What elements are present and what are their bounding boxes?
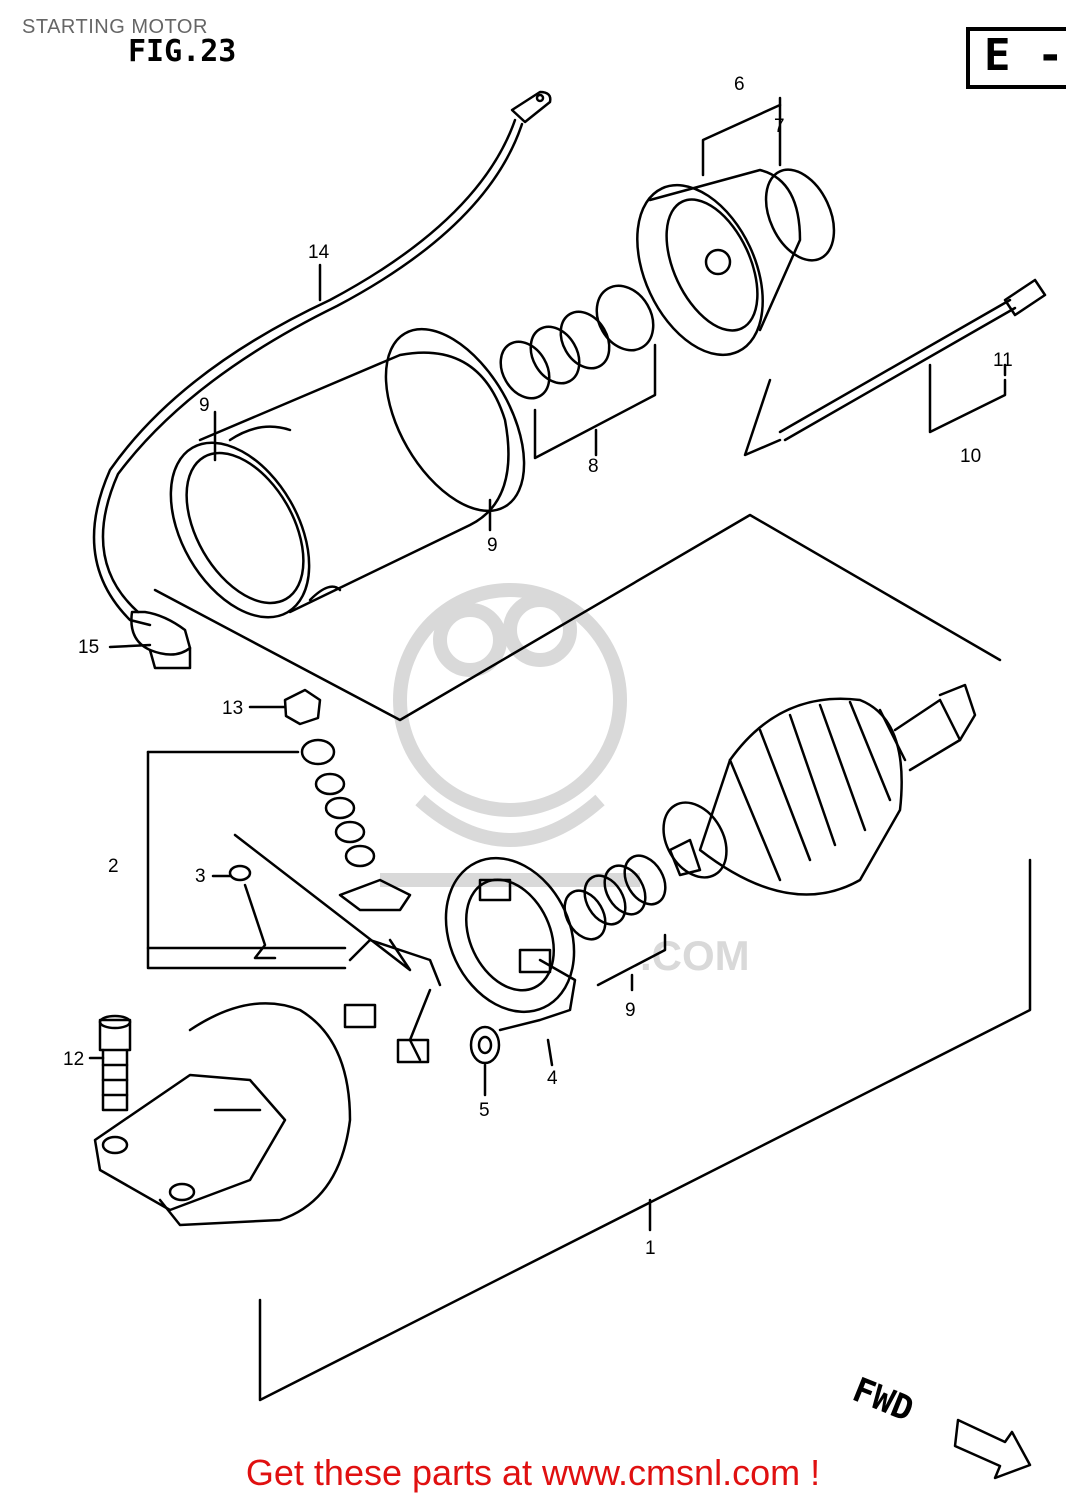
- lead-wire: [92, 90, 552, 670]
- washer-set: [499, 284, 657, 460]
- terminal-bolt: [243, 883, 277, 960]
- page-title: STARTING MOTOR: [22, 16, 208, 38]
- through-bolt: [743, 278, 1047, 457]
- callout-2: 2: [108, 856, 119, 877]
- yoke-housing: [169, 327, 526, 619]
- watermark-text: .COM: [640, 932, 750, 979]
- end-bracket: [93, 1002, 352, 1227]
- mount-bolt: [98, 1014, 132, 1112]
- figure-label: FIG.23: [128, 34, 237, 69]
- footer-link[interactable]: Get these parts at www.cmsnl.com !: [245, 1452, 821, 1493]
- end-cover: [636, 96, 836, 357]
- callout-12: 12: [63, 1049, 85, 1070]
- callout-1: 1: [645, 1238, 656, 1259]
- callout-9-washer: 9: [625, 1000, 636, 1021]
- callout-7: 7: [774, 116, 785, 137]
- yoke-bracket: [153, 513, 1002, 722]
- callout-8: 8: [588, 456, 599, 477]
- washer-stack: [146, 738, 376, 970]
- section-label: E -: [984, 30, 1064, 81]
- callout-15: 15: [78, 637, 100, 658]
- bearing: [469, 1025, 501, 1065]
- callout-10: 10: [960, 446, 982, 467]
- section-box: [966, 27, 1066, 89]
- callout-9-ring: 9: [487, 535, 498, 556]
- callout-4: 4: [547, 1068, 558, 1089]
- fwd-arrow-icon: [953, 1418, 1032, 1480]
- watermark-logo: [380, 583, 640, 887]
- brush-holder: [343, 856, 577, 1064]
- callout-13: 13: [222, 698, 244, 719]
- callout-3: 3: [195, 866, 206, 887]
- o-ring-small: [228, 864, 252, 882]
- callout-5: 5: [479, 1100, 490, 1121]
- nut: [283, 688, 322, 726]
- callout-14: 14: [308, 242, 330, 263]
- callout-11: 11: [993, 350, 1013, 371]
- assembly-bracket: [258, 858, 1032, 1402]
- armature: [662, 683, 977, 896]
- callout-6: 6: [734, 74, 745, 95]
- callout-9-yoke: 9: [199, 395, 210, 416]
